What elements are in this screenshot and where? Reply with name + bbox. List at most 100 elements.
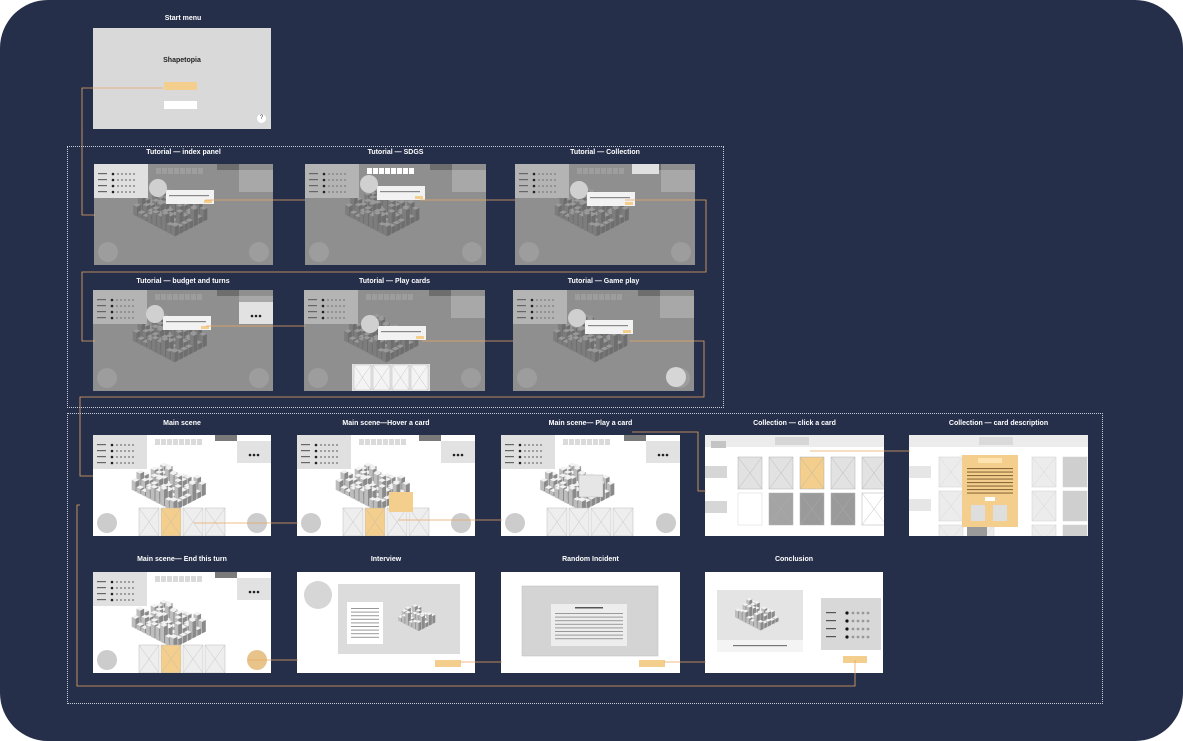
back-button[interactable] <box>711 441 726 448</box>
collection-card[interactable] <box>830 456 856 490</box>
collection-card-dim[interactable] <box>1031 524 1057 536</box>
collection-card-dim[interactable] <box>1031 456 1057 488</box>
guide-avatar <box>360 175 378 193</box>
category-filter-b[interactable] <box>705 501 727 513</box>
collection-card[interactable] <box>768 456 794 490</box>
screen-canvas <box>297 435 475 536</box>
collection-card[interactable] <box>830 492 856 526</box>
screen-canvas <box>305 164 486 265</box>
collection-card[interactable] <box>737 456 763 490</box>
card-slot[interactable] <box>204 644 226 673</box>
final-index-panel <box>821 598 881 650</box>
card-slot[interactable] <box>410 364 429 391</box>
collection-card-dim[interactable] <box>1031 490 1057 522</box>
interview-button[interactable] <box>97 513 117 533</box>
next-button[interactable] <box>201 326 209 329</box>
collection-tab-dim <box>430 164 452 170</box>
card-slot[interactable] <box>182 644 204 673</box>
card-slot[interactable] <box>138 644 160 673</box>
next-button[interactable] <box>416 336 424 339</box>
collection-card-dim[interactable] <box>1062 490 1088 522</box>
next-button[interactable] <box>625 202 633 205</box>
screen-frame-main-play <box>501 435 680 536</box>
card-slot[interactable] <box>391 364 410 391</box>
person-icon <box>993 505 1007 521</box>
help-button[interactable]: ? <box>257 114 266 123</box>
collection-card-dim[interactable] <box>1062 524 1088 536</box>
card-slot[interactable] <box>612 507 634 536</box>
card-slot[interactable] <box>182 507 204 536</box>
end-turn-button[interactable] <box>247 650 267 670</box>
card-slot[interactable] <box>160 644 182 673</box>
start-game-button[interactable] <box>164 82 197 90</box>
about-button[interactable] <box>164 101 197 109</box>
screen-title-tut-budget: Tutorial — budget and turns <box>136 278 230 285</box>
next-button[interactable] <box>204 200 212 203</box>
card-slot[interactable] <box>386 507 408 536</box>
category-filter-a[interactable] <box>705 466 727 478</box>
card-description-popup <box>962 455 1018 536</box>
card-slot[interactable] <box>342 507 364 536</box>
index-panel <box>501 435 555 469</box>
card-slot[interactable] <box>138 507 160 536</box>
interview-button[interactable] <box>301 513 321 533</box>
close-popup-button[interactable] <box>967 527 987 536</box>
collection-tab[interactable] <box>624 435 646 441</box>
end-turn-button[interactable] <box>656 513 676 533</box>
tutorial-dialog[interactable] <box>166 190 214 204</box>
collection-card-dim[interactable] <box>938 490 964 522</box>
screen-canvas <box>304 290 485 391</box>
collection-tab[interactable] <box>419 435 441 441</box>
collection-tab[interactable] <box>215 572 237 578</box>
screen-frame-tut-gameplay <box>513 290 694 391</box>
sdg-strip <box>367 168 414 174</box>
card-slot[interactable] <box>364 507 386 536</box>
card-slot[interactable] <box>590 507 612 536</box>
restart-button[interactable] <box>843 656 867 663</box>
collection-card[interactable] <box>861 492 884 526</box>
tutorial-dialog[interactable] <box>163 316 211 330</box>
collection-card[interactable] <box>768 492 794 526</box>
screen-canvas <box>93 572 271 673</box>
collection-card[interactable] <box>799 492 825 526</box>
screen-canvas <box>501 435 680 536</box>
card-slot[interactable] <box>546 507 568 536</box>
end-turn-button[interactable] <box>247 513 267 533</box>
card-slot[interactable] <box>568 507 590 536</box>
detail-button[interactable] <box>985 497 995 501</box>
screen-title-main: Main scene <box>163 420 201 427</box>
collection-card[interactable] <box>861 456 884 490</box>
tutorial-dialog[interactable] <box>378 326 426 340</box>
end-turn-button[interactable] <box>451 513 471 533</box>
card-slot[interactable] <box>408 507 430 536</box>
collection-card[interactable] <box>799 456 825 490</box>
tutorial-dialog[interactable] <box>587 192 635 206</box>
card-slot[interactable] <box>353 364 372 391</box>
tutorial-dialog[interactable] <box>585 320 633 334</box>
collection-tab-dim <box>217 164 239 170</box>
budget-turns-panel <box>237 441 271 463</box>
screen-canvas <box>297 572 475 673</box>
screen-canvas <box>515 164 695 265</box>
next-button[interactable] <box>415 196 423 199</box>
continue-button[interactable] <box>435 660 461 667</box>
card-slot[interactable] <box>204 507 226 536</box>
collection-card-dim[interactable] <box>1062 456 1088 488</box>
index-panel <box>93 435 147 469</box>
screen-frame-tut-budget <box>93 290 273 391</box>
index-panel <box>93 290 147 324</box>
screen-frame-tut-index <box>94 164 273 265</box>
tutorial-dialog[interactable] <box>377 186 425 200</box>
card-slot[interactable] <box>160 507 182 536</box>
collection-tab[interactable] <box>215 435 237 441</box>
screen-frame-conclusion <box>705 572 883 673</box>
next-button[interactable] <box>623 330 631 333</box>
collection-card-dim[interactable] <box>938 456 964 488</box>
card-slot[interactable] <box>372 364 391 391</box>
interview-button[interactable] <box>97 650 117 670</box>
continue-button[interactable] <box>639 660 665 667</box>
interview-button[interactable] <box>505 513 525 533</box>
guide-avatar <box>568 309 586 327</box>
collection-card-dim[interactable] <box>938 524 964 536</box>
screen-title-main-play: Main scene— Play a card <box>548 420 633 427</box>
